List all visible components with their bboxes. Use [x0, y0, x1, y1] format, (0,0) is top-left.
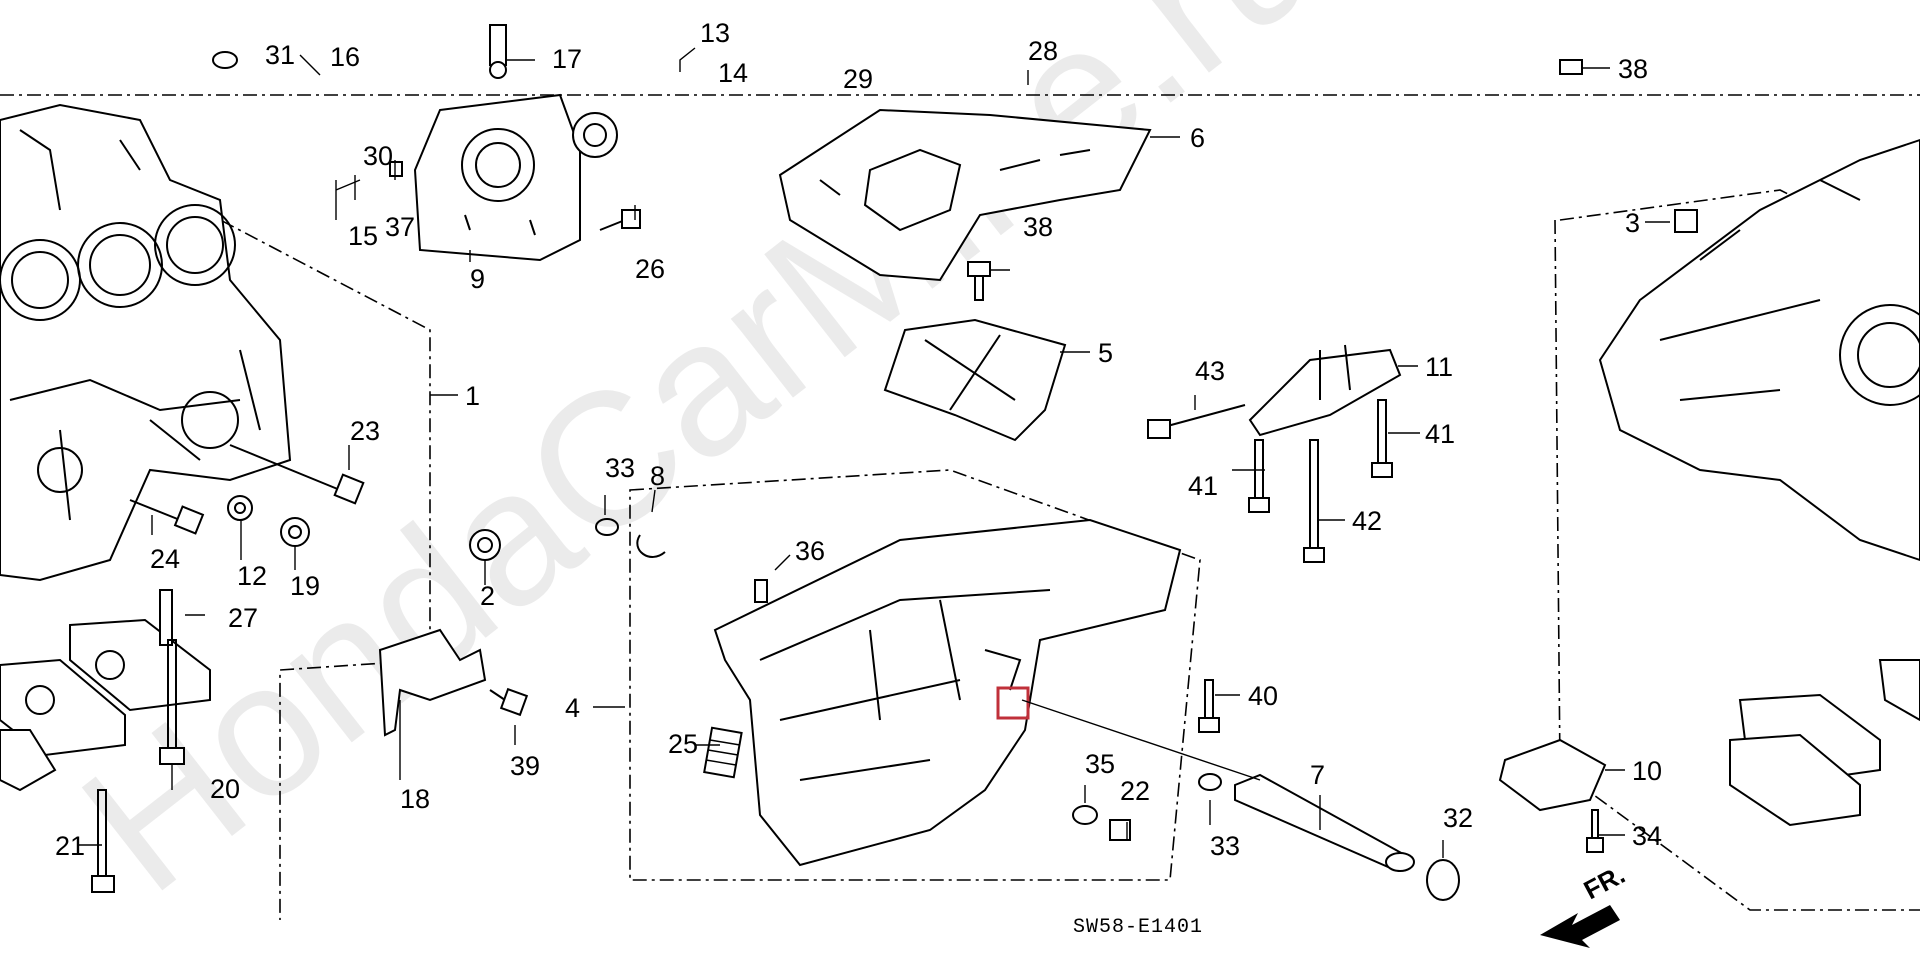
callout-label: 40 [1248, 681, 1278, 711]
callout-label: 15 [348, 221, 378, 251]
pan-gasket [883, 318, 1067, 442]
callout-label: 30 [363, 141, 393, 171]
callout-label: 13 [700, 18, 730, 48]
highlight-box [996, 686, 1030, 720]
callout-label: 5 [1098, 338, 1113, 368]
callout-label: 25 [668, 729, 698, 759]
callout-label: 42 [1352, 506, 1382, 536]
callout-label: 6 [1190, 123, 1205, 153]
hardware [91, 24, 1698, 901]
callout-label: 36 [795, 536, 825, 566]
engine-block-left [0, 103, 292, 582]
callout-label: 12 [237, 561, 267, 591]
callout-label: 34 [1632, 821, 1662, 851]
callout-label: 19 [290, 571, 320, 601]
callout-label: 28 [1028, 36, 1058, 66]
stiffener-bracket [378, 628, 487, 737]
callout-label: 14 [718, 58, 748, 88]
baffle-plate [778, 108, 1152, 282]
callout-label: 37 [385, 212, 415, 242]
frame-left-block [29, 119, 431, 920]
bearing-caps-right [1729, 659, 1920, 827]
callout-label: 26 [635, 254, 665, 284]
leader-lines [78, 47, 1670, 858]
callout-label: 1 [465, 381, 480, 411]
callout-label: 38 [1618, 54, 1648, 84]
front-label: FR. [1579, 859, 1630, 905]
bracket [1248, 344, 1402, 437]
callout-label: 35 [1085, 749, 1115, 779]
callout-label: 18 [400, 784, 430, 814]
front-cover [413, 93, 618, 262]
callout-label: 21 [55, 831, 85, 861]
callout-label: 22 [1120, 776, 1150, 806]
callout-label: 8 [650, 461, 665, 491]
callout-label: 41 [1425, 419, 1455, 449]
callout-label: 33 [1210, 831, 1240, 861]
engine-block-right [1598, 138, 1920, 562]
callout-label: 3 [1625, 208, 1640, 238]
callout-label: 7 [1310, 760, 1325, 790]
callout-label: 39 [510, 751, 540, 781]
callout-label: 24 [150, 544, 180, 574]
callout-label: 10 [1632, 756, 1662, 786]
callout-label: 27 [228, 603, 258, 633]
callout-label: 41 [1188, 471, 1218, 501]
callout-label: 43 [1195, 356, 1225, 386]
callout-label: 32 [1443, 803, 1473, 833]
callout-label: 20 [210, 774, 240, 804]
oil-pan [713, 518, 1182, 867]
callout-label: 16 [330, 42, 360, 72]
callout-label: 2 [480, 581, 495, 611]
callout-label: 23 [350, 416, 380, 446]
callout-label: 29 [843, 64, 873, 94]
callout-label: 17 [552, 44, 582, 74]
bearing-caps-left [0, 618, 211, 792]
callout-label: 38 [1023, 212, 1053, 242]
callout-label: 9 [470, 264, 485, 294]
callout-label: 33 [605, 453, 635, 483]
callout-label: 31 [265, 40, 295, 70]
frame-right-block [1554, 219, 1920, 911]
front-arrow: FR. [1540, 859, 1630, 948]
callout-label: 4 [565, 693, 580, 723]
callout-label: 11 [1425, 352, 1453, 382]
diagram-code: SW58-E1401 [1073, 916, 1203, 939]
frame-oil-pan [629, 469, 1201, 881]
